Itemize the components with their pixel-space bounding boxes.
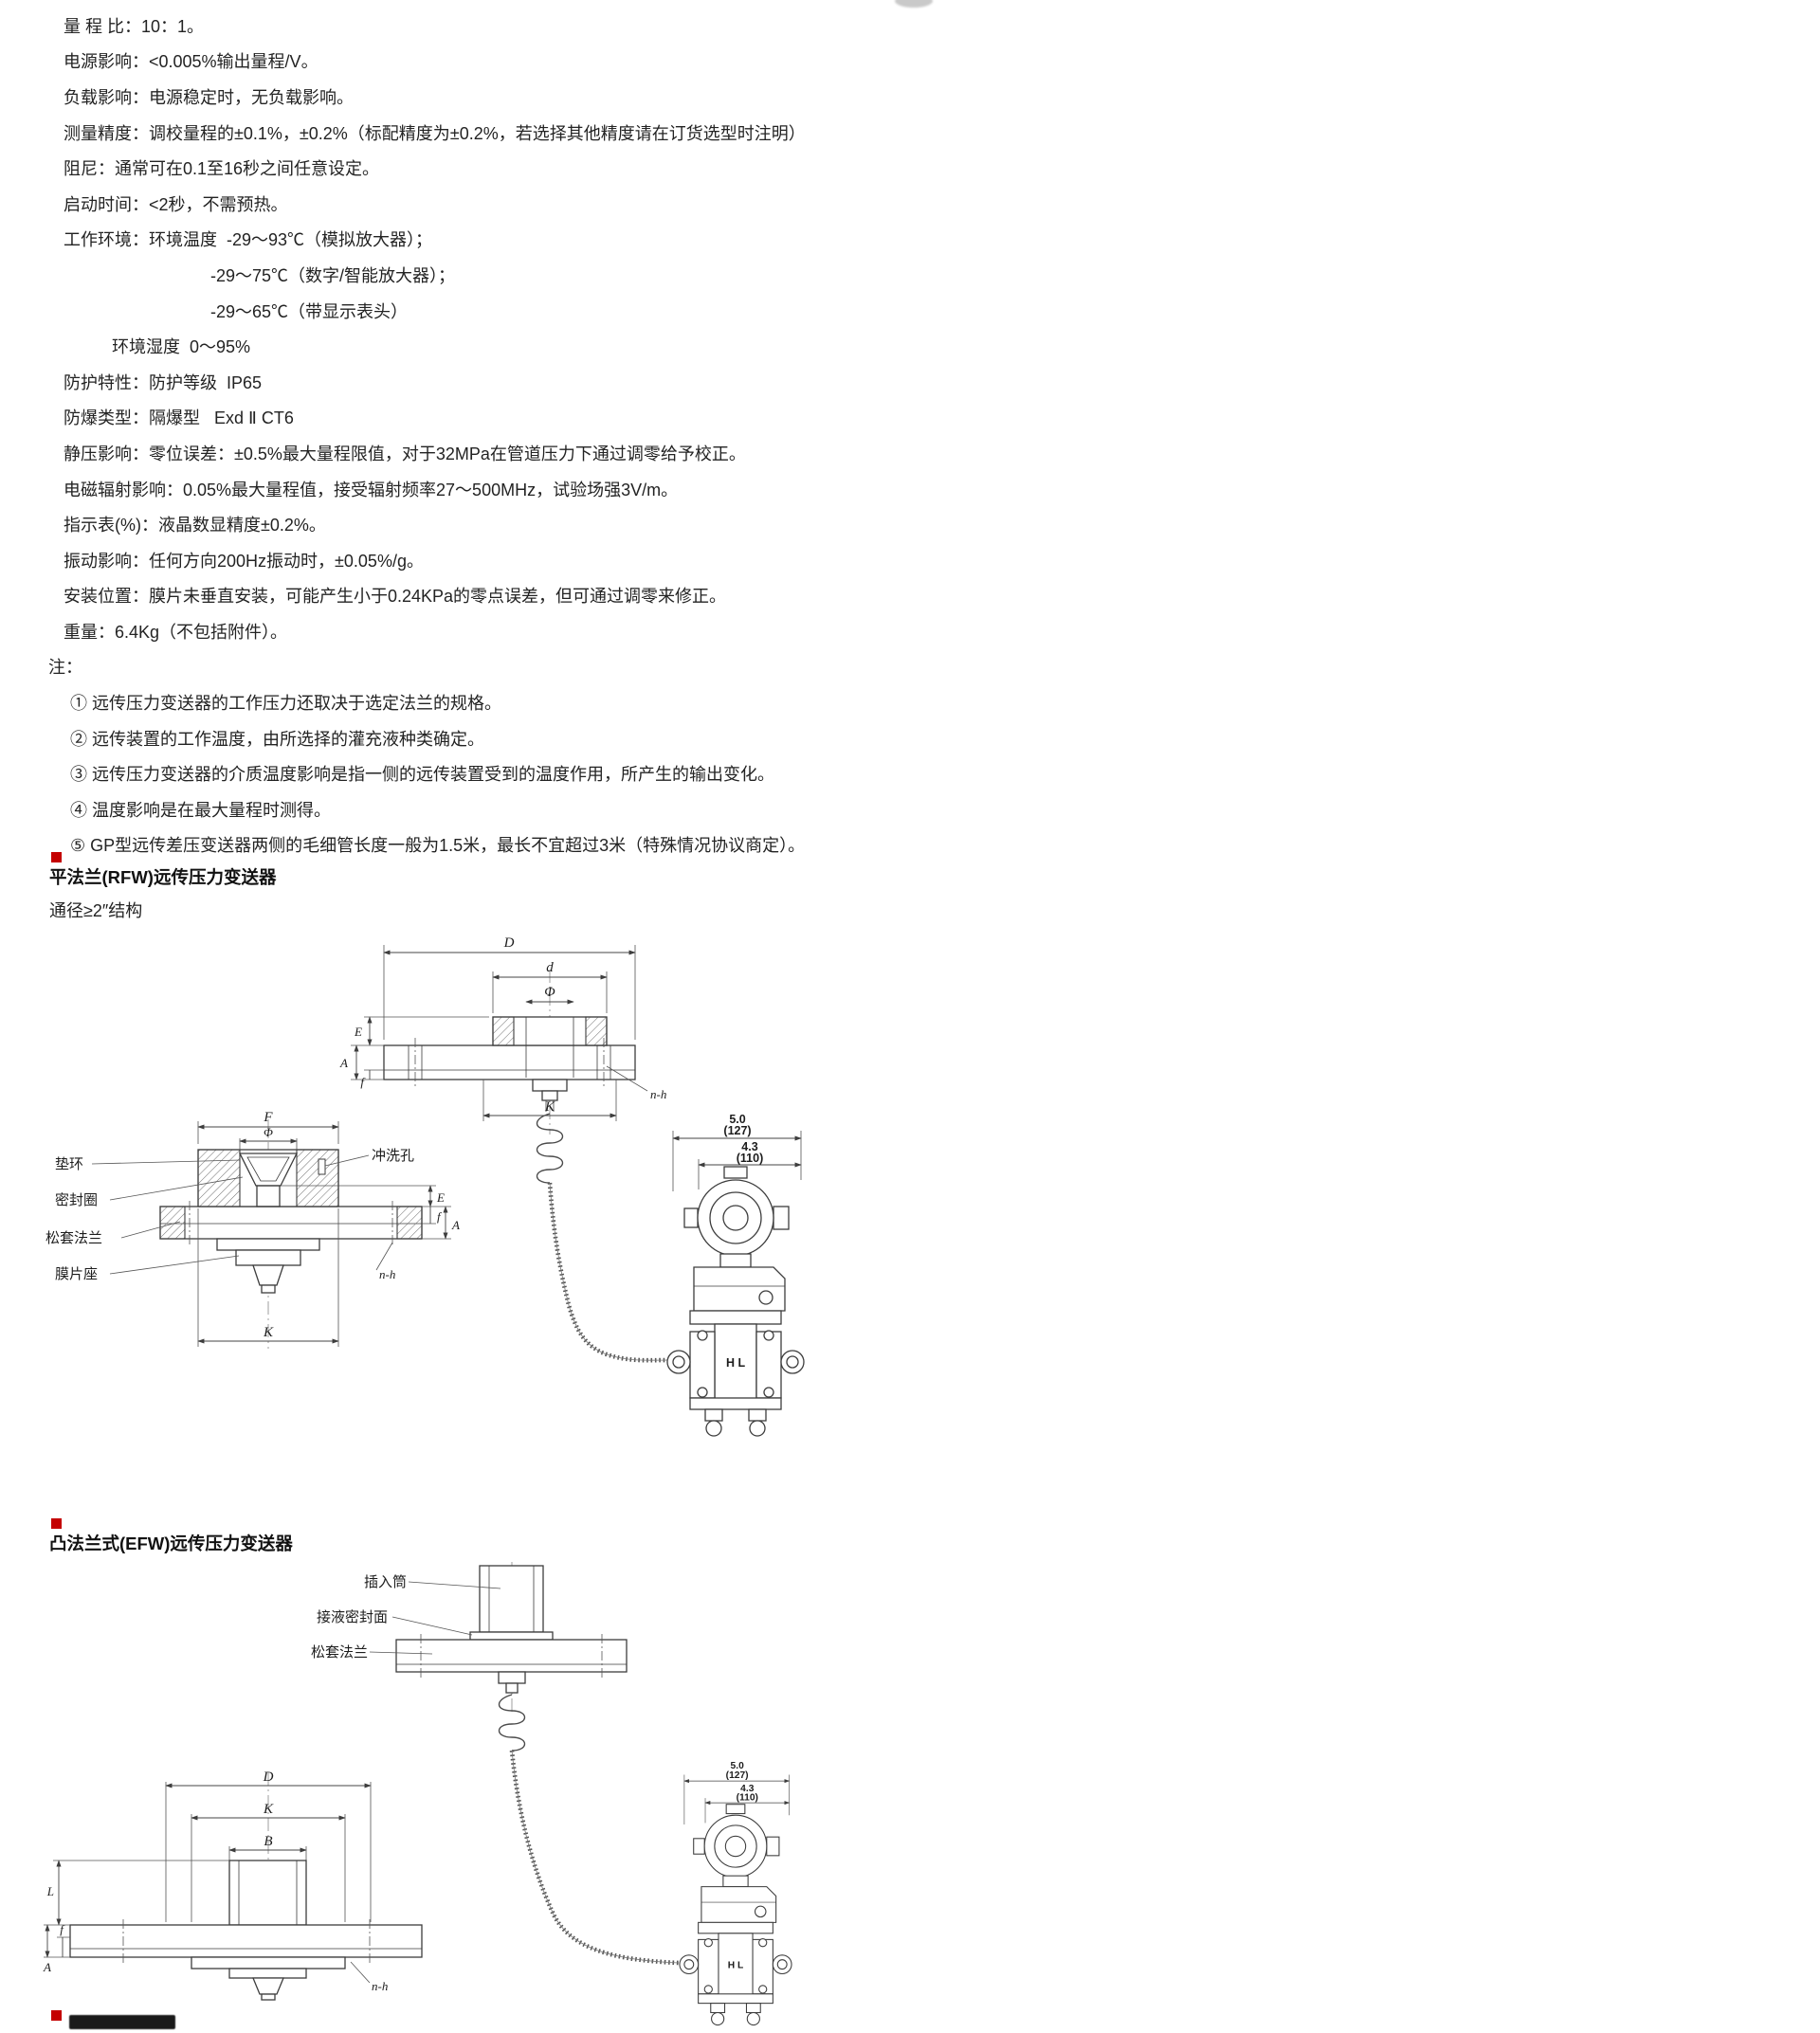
diaphragm-seat-label: 膜片座 [55, 1266, 98, 1282]
rfw-detail-view: F Φ 冲洗孔 E f A K n-h 垫环 密封圈 [46, 1110, 460, 1349]
notes-title: 注： [48, 658, 82, 678]
dim-width2-in: 4.3 [741, 1140, 757, 1153]
efw-section-title: 凸法兰式(EFW)远传压力变送器 [49, 1534, 293, 1553]
dim-nh: n-h [372, 1979, 388, 1993]
spec-line: 电源影响：<0.005%输出量程/V。 [64, 52, 318, 72]
spec-line: -29～65℃（带显示表头） [210, 301, 409, 321]
spec-line: 环境湿度 0～95% [112, 337, 251, 357]
dim-F: F [263, 1110, 273, 1125]
pad-ring-label: 垫环 [55, 1156, 83, 1172]
efw-flange-view: 插入筒 接液密封面 松套法兰 [311, 1562, 628, 1714]
dim-width-mm: (127) [726, 1770, 749, 1781]
spec-line: 重量：6.4Kg（不包括附件）。 [64, 622, 288, 642]
spec-line: 安装位置：膜片未垂直安装，可能产生小于0.24KPa的零点误差，但可通过调零来修… [64, 587, 727, 607]
section-marker [51, 1518, 62, 1529]
dim-width2-mm: (110) [737, 1793, 758, 1804]
transmitter-head [683, 1166, 790, 1257]
flush-hole-label: 冲洗孔 [372, 1148, 414, 1164]
rfw-section-subtitle: 通径≥2″结构 [49, 901, 143, 920]
capillary-tube [536, 1113, 670, 1363]
section-marker [51, 2010, 62, 2021]
dim-nh: n-h [379, 1267, 395, 1281]
dim-A: A [451, 1218, 460, 1232]
dim-f: f [437, 1209, 443, 1224]
dim-f: f [60, 1922, 65, 1936]
dim-f: f [360, 1075, 366, 1089]
wetted-face-label: 接液密封面 [317, 1609, 388, 1625]
spec-line: 防爆类型：隔爆型 Exd Ⅱ CT6 [64, 408, 294, 428]
transmitter-dims: 5.0 (127) 4.3 (110) [672, 1113, 802, 1191]
spec-line: 振动影响：任何方向200Hz振动时，±0.05%/g。 [64, 551, 424, 571]
dim-phi: Φ [544, 985, 555, 1000]
spec-line: 电磁辐射影响：0.05%最大量程值，接受辐射频率27～500MHz，试验场强3V… [64, 480, 679, 499]
spec-line: 工作环境：环境温度 -29～93℃（模拟放大器）； [64, 230, 433, 250]
dim-width2-in: 4.3 [740, 1784, 755, 1794]
dim-E: E [354, 1025, 362, 1039]
dim-d: d [546, 960, 554, 975]
spec-line: 指示表(%)：液晶数显精度±0.2%。 [64, 516, 326, 535]
spec-line: 静压影响：零位误差：±0.5%最大量程限值，对于32MPa在管道压力下通过调零给… [64, 444, 746, 463]
transmitter-flange: H L [666, 1310, 805, 1437]
cutoff-text-bar [69, 2015, 175, 2029]
top-edge-artifact [895, 0, 933, 8]
spec-line: 负载影响：电源稳定时，无负载影响。 [64, 87, 354, 107]
dim-width2-mm: (110) [737, 1152, 764, 1165]
rfw-section-title: 平法兰(RFW)远传压力变送器 [49, 867, 277, 887]
loose-flange-label: 松套法兰 [46, 1230, 102, 1246]
spec-list: 量 程 比：10：1。 电源影响：<0.005%输出量程/V。 负载影响：电源稳… [48, 8, 1375, 862]
dim-D: D [503, 935, 515, 951]
spec-line: 测量精度：调校量程的±0.1%，±0.2%（标配精度为±0.2%，若选择其他精度… [64, 123, 806, 143]
dim-K: K [544, 1099, 555, 1115]
note-item: ② 远传装置的工作温度，由所选择的灌充液种类确定。 [70, 729, 484, 749]
note-item: ① 远传压力变送器的工作压力还取决于选定法兰的规格。 [70, 694, 501, 714]
dim-E: E [436, 1190, 445, 1205]
dim-width-mm: (127) [723, 1124, 751, 1137]
rfw-drawing: D d Φ E A f K n-h [46, 935, 805, 1437]
note-item: ④ 温度影响是在最大量程时测得。 [70, 800, 331, 820]
rfw-flange-side-view: D d Φ E A f K n-h [339, 935, 666, 1134]
loose-flange-label: 松套法兰 [311, 1644, 368, 1661]
hl-ports-label: H L [726, 1356, 746, 1370]
spec-line: 启动时间：<2秒，不需预热。 [64, 194, 288, 214]
capillary-tube [498, 1694, 680, 1966]
dim-D: D [263, 1770, 274, 1785]
dim-K: K [263, 1325, 274, 1340]
spec-line: 防护特性：防护等级 IP65 [64, 372, 263, 392]
dim-B: B [264, 1834, 272, 1849]
dim-A: A [339, 1056, 348, 1070]
transmitter-flange: H L [679, 1921, 792, 2026]
transmitter-body [701, 1875, 777, 1923]
hl-ports-label: H L [728, 1961, 744, 1971]
dim-A: A [43, 1960, 51, 1974]
transmitter-body [693, 1253, 786, 1312]
dim-nh: n-h [650, 1087, 666, 1101]
transmitter-drawing: 5.0 (127) 4.3 (110) [679, 1761, 792, 2026]
spec-line: 量 程 比：10：1。 [64, 16, 205, 36]
seal-ring-label: 密封圈 [55, 1192, 98, 1208]
dim-width-in: 5.0 [729, 1113, 745, 1126]
dim-phi: Φ [264, 1125, 273, 1139]
dim-width-in: 5.0 [731, 1761, 745, 1771]
insert-tube-label: 插入筒 [364, 1574, 407, 1590]
dim-K: K [263, 1802, 274, 1817]
note-item: ⑤ GP型远传差压变送器两侧的毛细管长度一般为1.5米，最长不宜超过3米（特殊情… [70, 836, 806, 856]
spec-line: -29～75℃（数字/智能放大器）； [210, 265, 456, 285]
efw-drawing: 插入筒 接液密封面 松套法兰 D K B [43, 1562, 792, 2026]
spec-line: 阻尼：通常可在0.1至16秒之间任意设定。 [64, 159, 380, 179]
transmitter-dims: 5.0 (127) 4.3 (110) [683, 1761, 791, 1825]
section-marker [51, 852, 62, 862]
note-item: ③ 远传压力变送器的介质温度影响是指一侧的远传装置受到的温度作用，所产生的输出变… [70, 765, 774, 785]
transmitter-head [693, 1804, 780, 1879]
dim-L: L [46, 1884, 54, 1898]
transmitter-drawing: 5.0 (127) 4.3 (110) [666, 1113, 805, 1437]
efw-dims-view: D K B L A f n-h [43, 1770, 423, 2001]
